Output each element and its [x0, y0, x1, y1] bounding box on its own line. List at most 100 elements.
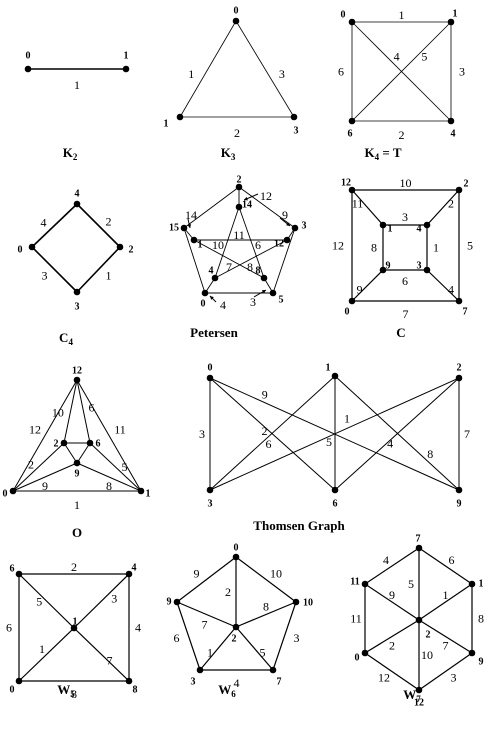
o-vertex-0 [73, 376, 81, 384]
w6-edge-9 [176, 601, 237, 628]
w5-caption: W5 [57, 682, 75, 699]
w6-vertex-1 [292, 598, 300, 606]
k4-vertex-0 [348, 18, 356, 26]
c-edge-8 [351, 189, 384, 226]
w7-edge-label-9: 10 [421, 648, 433, 662]
w6-vertex-label-4: 9 [167, 597, 172, 608]
w7-edge-label-4: 11 [350, 612, 362, 626]
k4-vertex-label-3: 6 [348, 129, 353, 140]
k2-vertex-0 [24, 65, 32, 73]
w5-edge-label-5: 3 [111, 591, 117, 605]
edges-layer [12, 20, 473, 691]
arrows-layer [187, 193, 291, 303]
thomsen-vertex-label-3: 3 [208, 499, 213, 510]
w7-vertex-1 [468, 580, 476, 588]
k3-edge-0 [179, 20, 237, 118]
thomsen-edge-label-1: 6 [266, 437, 272, 451]
k4-edge-5 [351, 21, 452, 122]
k4-caption-main: K [365, 145, 376, 160]
c-vertex-0 [348, 186, 356, 194]
thomsen-caption: Thomsen Graph [253, 518, 345, 533]
thomsen-vertex-3 [206, 486, 214, 494]
w7-vertex-label-5: 11 [350, 577, 359, 588]
w6-vertex-5 [232, 623, 240, 631]
k4-edge-label-2: 2 [399, 128, 405, 142]
w7-edge-label-3: 12 [378, 671, 390, 685]
w5-vertex-3 [15, 677, 23, 685]
w7-edge-label-7: 1 [443, 588, 449, 602]
petersen-caption-main: Petersen [190, 325, 238, 340]
c4-vertex-label-0: 4 [75, 189, 80, 200]
c-edge-label-1: 5 [467, 239, 473, 253]
w6-caption-sub: 6 [231, 689, 236, 699]
thomsen-vertex-label-0: 0 [208, 363, 213, 374]
c-vertex-3 [348, 297, 356, 305]
petersen-vertex-6 [283, 236, 291, 244]
w5-edge-label-6: 1 [39, 642, 45, 656]
thomsen-edge-label-7: 4 [387, 436, 393, 450]
w7-edge-label-0: 6 [449, 553, 455, 567]
w7-vertex-label-6: 2 [426, 630, 431, 641]
w7-vertex-label-0: 7 [416, 534, 421, 545]
k4-edge-label-3: 6 [338, 65, 344, 79]
k2-vertex-label-0: 0 [26, 51, 31, 62]
w7-edge-8 [418, 619, 473, 654]
petersen-vertex-label-0: 2 [237, 175, 242, 186]
c4-edge-0 [31, 203, 78, 248]
k3-edge-label-0: 1 [188, 67, 194, 81]
petersen-vertex-3 [201, 289, 209, 297]
c4-edge-label-1: 2 [106, 215, 112, 229]
o-edge-label-7: 5 [122, 460, 128, 474]
c-vertex-6 [423, 266, 431, 274]
petersen-vertex-8 [211, 274, 219, 282]
w5-edge-4 [18, 573, 75, 629]
k4-edge-label-0: 1 [399, 8, 405, 22]
k3-vertex-label-1: 1 [164, 119, 169, 130]
o-vertex-label-4: 6 [96, 439, 101, 450]
thomsen-edge-label-5: 8 [427, 447, 433, 461]
w7-vertex-label-2: 9 [479, 657, 484, 668]
w6-edge-label-2: 4 [234, 676, 240, 690]
o-edge-11 [76, 442, 91, 464]
o-vertex-label-3: 2 [54, 439, 59, 450]
k2-vertex-label-1: 1 [124, 51, 129, 62]
petersen-pointer-head-4 [262, 290, 266, 294]
c-vertex-2 [455, 297, 463, 305]
k3-vertex-0 [232, 17, 240, 25]
o-edge-1 [76, 379, 142, 492]
k4-vertex-label-0: 0 [341, 10, 346, 21]
o-edge-7 [89, 442, 142, 492]
o-vertex-4 [86, 439, 94, 447]
k4-caption-rest: = T [379, 145, 402, 160]
w7-edge-label-5: 4 [383, 553, 389, 567]
c-edge-label-6: 6 [402, 274, 408, 288]
w6-caption: W6 [218, 682, 236, 699]
w6-edge-label-0: 10 [270, 567, 282, 581]
w7-edge-label-6: 5 [408, 577, 414, 591]
petersen-pointer-head-1 [286, 222, 290, 226]
c-edge-11 [351, 269, 384, 302]
k3-caption-sub: 3 [231, 152, 236, 162]
w6-edge-1 [272, 601, 297, 671]
o-edge-5 [12, 442, 65, 492]
k3-vertex-label-2: 3 [294, 126, 299, 137]
o-edge-label-4: 6 [89, 401, 95, 415]
c-edge-10 [426, 269, 460, 302]
c4-vertex-label-1: 2 [129, 245, 134, 256]
o-edge-label-3: 10 [52, 406, 64, 420]
c4-vertex-0 [73, 200, 81, 208]
c-edge-label-0: 10 [400, 176, 412, 190]
petersen-edge-label-2: 14 [185, 208, 197, 222]
w7-edge-label-11: 9 [389, 588, 395, 602]
petersen-pointer-head-2 [187, 224, 192, 228]
o-edge-3 [63, 379, 78, 444]
o-caption-main: O [72, 525, 82, 540]
k4-edge-label-1: 3 [459, 65, 465, 79]
w5-vertex-1 [125, 570, 133, 578]
k4-vertex-3 [348, 117, 356, 125]
w5-vertex-label-3: 0 [10, 685, 15, 696]
w6-edge-3 [176, 601, 201, 671]
w7-vertex-4 [361, 649, 369, 657]
w6-vertex-label-1: 10 [303, 598, 313, 609]
